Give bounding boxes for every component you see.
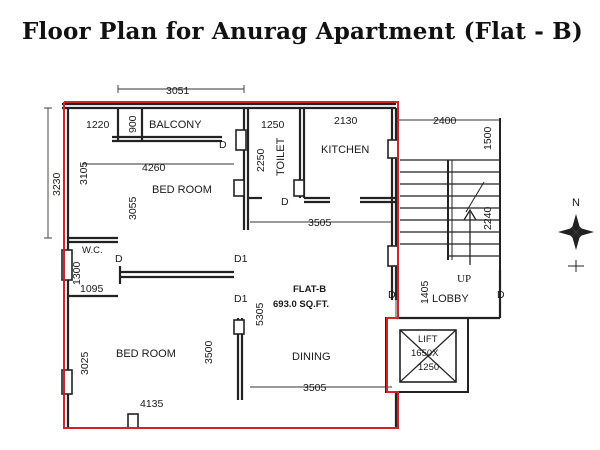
door-label-wc: D <box>115 253 123 265</box>
door-jambs <box>61 129 399 429</box>
dim-toilet-width: 1250 <box>261 119 285 131</box>
dim-balcony-door: 900 <box>127 115 139 133</box>
room-label-toilet: TOILET <box>275 137 287 176</box>
dim-bedroom2-inner-height: 3500 <box>203 340 215 364</box>
compass-north-label: N <box>572 197 580 209</box>
page-title: Floor Plan for Anurag Apartment (Flat - … <box>22 18 583 45</box>
dim-bedroom1-inner-height: 3055 <box>127 196 139 220</box>
labels: BALCONY 1220 900 3051 1250 2130 2400 KIT… <box>51 85 505 410</box>
flat-area-label: 693.0 SQ.FT. <box>273 299 329 310</box>
door-label-d1-top: D1 <box>234 253 248 265</box>
dim-toilet-height: 2250 <box>255 148 267 172</box>
room-label-lobby: LOBBY <box>432 293 469 305</box>
dim-lobby-height: 1405 <box>419 280 431 304</box>
dim-balcony-width: 1220 <box>86 119 110 131</box>
dim-stair-height: 1500 <box>482 126 494 150</box>
dim-bedroom2-width: 4135 <box>140 398 164 410</box>
room-label-wc: W.C. <box>82 245 103 256</box>
dim-top-width: 3051 <box>166 85 190 97</box>
lift-size-line-1: 1650X <box>411 348 439 359</box>
dim-dining-width: 3505 <box>303 382 327 394</box>
flat-name-label: FLAT-B <box>293 284 326 295</box>
lift-label: LIFT <box>418 334 438 345</box>
door-label-kitchen: D <box>281 196 289 208</box>
stair-up-label: UP <box>457 273 471 285</box>
dim-lobby-width: 2400 <box>433 115 457 127</box>
dim-bedroom1-width: 4260 <box>142 162 166 174</box>
dim-bedroom1-height: 3105 <box>78 161 90 185</box>
flat-outline <box>63 101 399 429</box>
north-arrow-icon: N <box>558 197 594 272</box>
dim-stair-width: 2240 <box>482 206 494 230</box>
door-label-balcony: D <box>219 139 227 151</box>
staircase <box>400 118 501 318</box>
door-label-d1-bottom: D1 <box>234 293 248 305</box>
room-label-bedroom-1: BED ROOM <box>152 184 212 196</box>
dim-kitchen-width: 2130 <box>334 115 358 127</box>
door-label-lobby-right: D <box>497 289 505 301</box>
lift-size-line-2: 1250 <box>418 362 439 373</box>
dim-left-height: 3230 <box>51 172 63 196</box>
dim-wc-height: 1300 <box>71 261 83 285</box>
dim-bedroom2-height: 3025 <box>79 351 91 375</box>
dim-kitchen-bottom: 3505 <box>308 217 332 229</box>
dimension-lines <box>44 85 500 388</box>
room-label-balcony: BALCONY <box>149 119 202 131</box>
dim-center-height: 5305 <box>254 302 266 326</box>
door-label-lobby-left: D <box>388 289 396 301</box>
room-label-kitchen: KITCHEN <box>321 144 369 156</box>
room-label-dining: DINING <box>292 351 331 363</box>
dim-wc-width: 1095 <box>80 283 104 295</box>
room-label-bedroom-2: BED ROOM <box>116 348 176 360</box>
